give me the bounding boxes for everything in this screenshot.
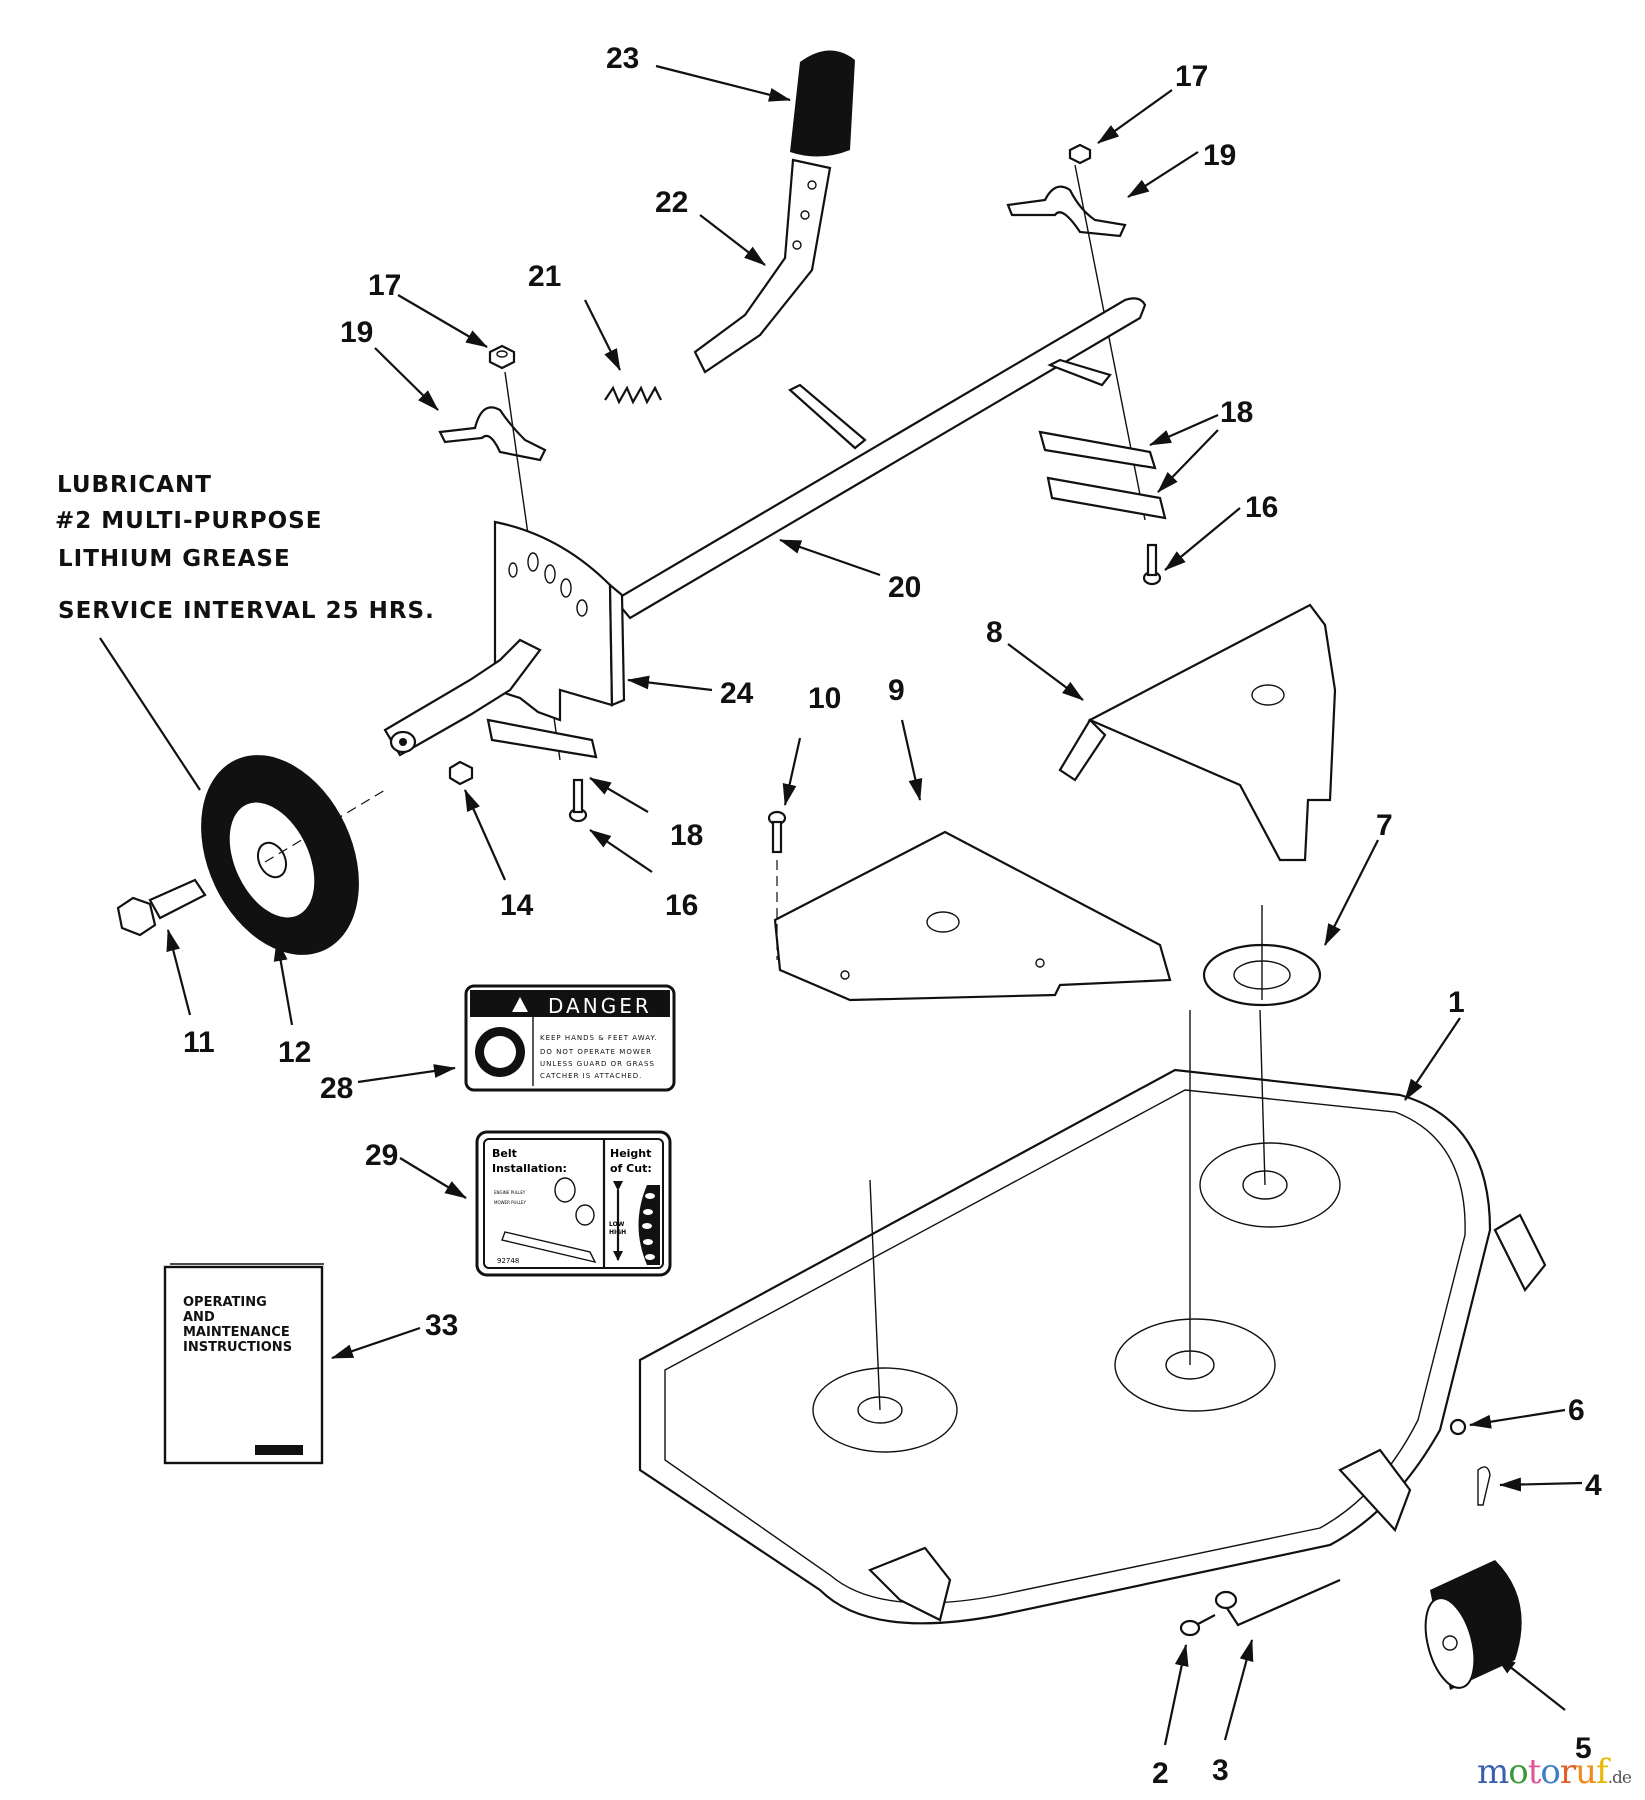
hex-nut [448, 760, 474, 786]
belt-title-1: Belt [492, 1147, 517, 1160]
callout-21: 21 [528, 260, 561, 293]
wheel-bolt [116, 878, 207, 937]
shield-bolt [767, 810, 787, 960]
lubricant-note: LUBRICANT #2 MULTI-PURPOSE LITHIUM GREAS… [55, 472, 435, 791]
adjuster-link [383, 638, 542, 757]
roller-axle [1214, 1578, 1341, 1627]
callout-16: 16 [665, 889, 698, 922]
handle-grip [790, 50, 855, 157]
callout-17: 17 [368, 269, 401, 302]
screw-left [568, 778, 588, 823]
cotter-pin [1477, 1466, 1491, 1506]
callout-16: 16 [1245, 491, 1278, 524]
height-title-2: of Cut: [610, 1162, 652, 1175]
manual-line-1: OPERATING [183, 1295, 267, 1310]
callout-19: 19 [1203, 139, 1236, 172]
callout-33: 33 [425, 1309, 458, 1342]
belt-height-decal: Belt Installation: ENGINE PULLEY MOWER P… [475, 1130, 672, 1277]
callout-22: 22 [655, 186, 688, 219]
operator-manual: OPERATING AND MAINTENANCE INSTRUCTIONS [163, 1263, 324, 1465]
quadrant-bracket [493, 520, 626, 722]
callout-5: 5 [1575, 1732, 1592, 1765]
note-line-2: #2 MULTI-PURPOSE [55, 508, 322, 534]
callout-12: 12 [278, 1036, 311, 1069]
logo-letter: o [1508, 1752, 1529, 1792]
logo-letter: r [1559, 1752, 1576, 1792]
callout-9: 9 [888, 674, 905, 707]
note-line-1: LUBRICANT [57, 472, 212, 498]
danger-decal: DANGER KEEP HANDS & FEET AWAY. DO NOT OP… [464, 984, 676, 1092]
callout-24: 24 [720, 677, 754, 710]
callout-11: 11 [183, 1026, 215, 1059]
motoruf-watermark: motoruf.de [1476, 1752, 1632, 1792]
callout-10: 10 [808, 682, 841, 715]
gauge-wheel [201, 755, 386, 955]
manual-line-2: AND [183, 1310, 215, 1325]
callout-28: 28 [320, 1072, 353, 1105]
note-line-3: LITHIUM GREASE [58, 546, 291, 572]
bolt [1179, 1614, 1216, 1637]
mower-pulley-label: MOWER PULLEY [494, 1200, 526, 1205]
callout-6: 6 [1568, 1394, 1585, 1427]
roller [1424, 1560, 1522, 1690]
decal-part-no: 92748 [497, 1257, 519, 1265]
callout-1: 1 [1448, 986, 1465, 1019]
spacer-plate-right [1038, 430, 1167, 520]
logo-letter: f [1596, 1752, 1609, 1792]
callout-7: 7 [1376, 809, 1393, 842]
danger-header: DANGER [548, 994, 652, 1018]
low-label: LOW [609, 1221, 625, 1228]
danger-line-1: KEEP HANDS & FEET AWAY. [540, 1034, 658, 1042]
belt-shield-right [1058, 603, 1337, 862]
spindle-plate [1202, 905, 1322, 1007]
callout-4: 4 [1585, 1469, 1602, 1502]
callout-2: 2 [1152, 1757, 1169, 1790]
screw-right [1142, 543, 1162, 586]
mower-deck [638, 1009, 1547, 1625]
belt-shield-left [773, 830, 1172, 1002]
callout-20: 20 [888, 571, 921, 604]
height-adjust-lever [693, 158, 832, 374]
lock-nut-left [488, 344, 516, 370]
manual-line-4: INSTRUCTIONS [183, 1340, 292, 1355]
callout-14: 14 [500, 889, 534, 922]
strap-bracket-left [438, 406, 547, 462]
manual-line-3: MAINTENANCE [183, 1325, 290, 1340]
lift-shaft [613, 297, 1147, 620]
service-interval: SERVICE INTERVAL 25 HRS. [58, 598, 435, 624]
callout-23: 23 [606, 42, 639, 75]
note-leader-line [99, 637, 201, 791]
callout-18: 18 [1220, 396, 1253, 429]
engine-pulley-label: ENGINE PULLEY [494, 1190, 526, 1195]
danger-line-3: UNLESS GUARD OR GRASS [540, 1060, 655, 1068]
logo-letter: o [1540, 1752, 1561, 1792]
strap-bracket-right [1006, 185, 1127, 238]
callout-arrows [166, 64, 1583, 1746]
spring [604, 385, 662, 405]
belt-title-2: Installation: [492, 1162, 567, 1175]
callout-numbers: 23 22 21 17 19 17 19 18 16 20 24 8 9 10 … [183, 42, 1602, 1790]
logo-tld: .de [1607, 1768, 1632, 1788]
logo-letter: u [1575, 1752, 1597, 1792]
callout-3: 3 [1212, 1754, 1229, 1787]
danger-line-2: DO NOT OPERATE MOWER [540, 1048, 652, 1056]
callout-29: 29 [365, 1139, 398, 1172]
callout-18: 18 [670, 819, 703, 852]
high-label: HIGH [609, 1229, 626, 1236]
logo-letter: t [1527, 1752, 1542, 1792]
spacer-plate-left [486, 718, 598, 759]
lock-nut-right [1068, 143, 1092, 165]
callout-19: 19 [340, 316, 373, 349]
danger-line-4: CATCHER IS ATTACHED. [540, 1072, 642, 1080]
nut [1449, 1418, 1467, 1436]
height-title-1: Height [610, 1147, 651, 1160]
callout-17: 17 [1175, 60, 1208, 93]
callout-8: 8 [986, 616, 1003, 649]
logo-letter: m [1476, 1752, 1509, 1792]
